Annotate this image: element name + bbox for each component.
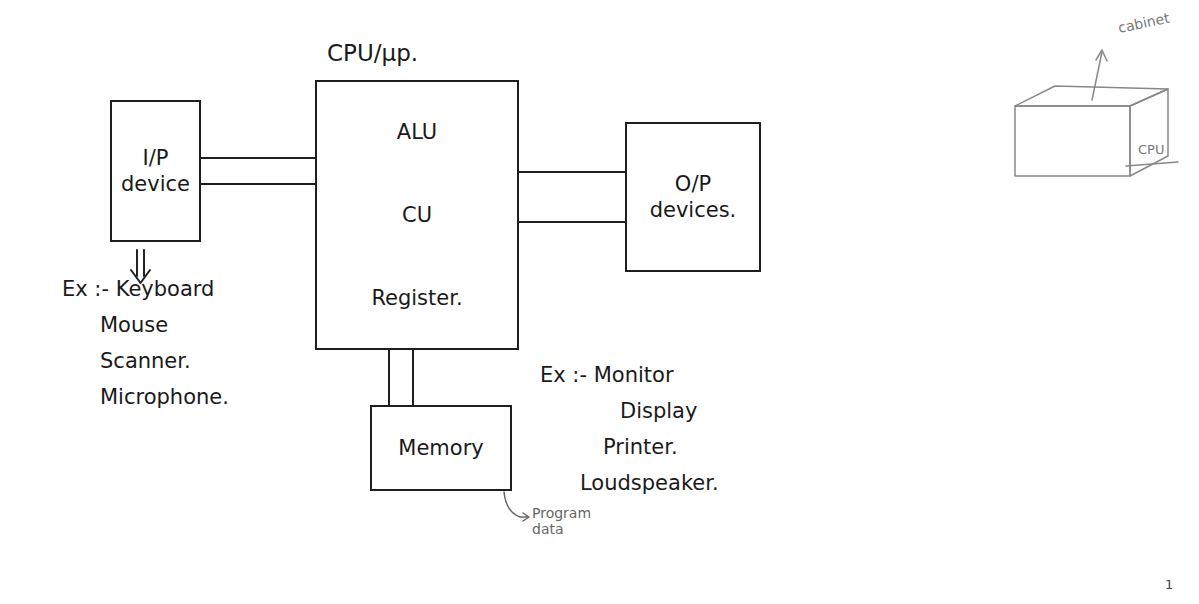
example-text: Loudspeaker. xyxy=(580,470,719,496)
example-text: Printer. xyxy=(603,434,678,460)
example-text: Mouse xyxy=(100,312,168,338)
example-text: Microphone. xyxy=(100,384,229,410)
box-text: CU xyxy=(402,202,432,228)
example-text: Display xyxy=(620,398,697,424)
cpu-box: CPU/μp.ALUCURegister. xyxy=(315,80,519,350)
box-text: Register. xyxy=(371,285,462,311)
output-box: O/P devices. xyxy=(625,122,761,272)
page-number: 1 xyxy=(1165,578,1173,593)
part-label: CPU xyxy=(1138,143,1164,158)
box-text: ALU xyxy=(397,119,437,145)
example-text: Ex :- Keyboard xyxy=(62,276,214,302)
bus-connector xyxy=(201,158,315,184)
example-text: Scanner. xyxy=(100,348,191,374)
note-text: Program data xyxy=(532,505,594,537)
box-heading: CPU/μp. xyxy=(327,39,418,68)
bus-connector xyxy=(519,172,625,222)
input-box: I/P device xyxy=(110,100,201,242)
cabinet-sketch xyxy=(1015,50,1178,176)
box-text: O/P devices. xyxy=(633,171,753,224)
part-label: cabinet xyxy=(1117,10,1171,37)
memory-box: Memory xyxy=(370,405,512,491)
bus-connector xyxy=(389,350,413,405)
example-text: Ex :- Monitor xyxy=(540,362,674,388)
box-text: Memory xyxy=(398,435,483,461)
box-text: I/P device xyxy=(118,145,193,198)
program-pointer-head xyxy=(523,513,529,521)
